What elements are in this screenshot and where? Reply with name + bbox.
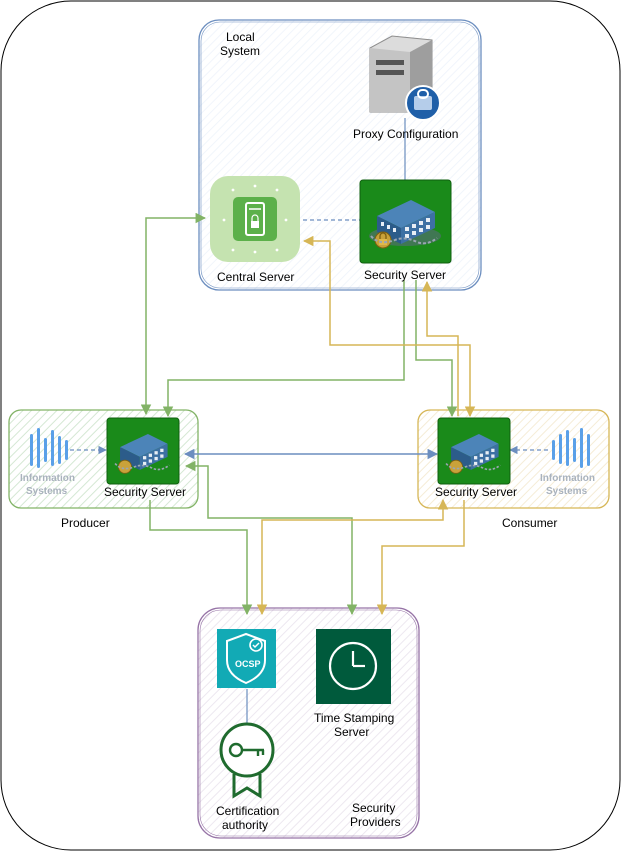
central-server-node[interactable]: Central Server — [210, 176, 300, 284]
security-providers-label: Security Providers — [350, 801, 401, 829]
link-central-producer — [140, 212, 207, 416]
producer-label: Producer — [61, 516, 110, 530]
certificate-key-icon — [219, 722, 275, 799]
link-consumer-central — [302, 235, 476, 418]
clock-icon — [328, 641, 378, 691]
information-systems-consumer-label: Information Systems — [540, 473, 598, 497]
certification-authority-node[interactable]: Certification authority — [216, 722, 283, 832]
time-stamping-server-node[interactable]: Time Stamping Server — [314, 629, 398, 739]
information-systems-consumer-node[interactable]: Information Systems — [540, 428, 598, 497]
security-server-consumer-node[interactable]: Security Server — [435, 417, 517, 499]
proxy-configuration-label: Proxy Configuration — [353, 127, 458, 141]
server-tower-with-gear-icon — [369, 35, 441, 121]
link-consumer-tss — [376, 500, 465, 616]
information-systems-producer-label: Information Systems — [20, 473, 78, 497]
security-server-local-node[interactable]: Security Server — [359, 179, 452, 282]
ocsp-node[interactable]: OCSP — [217, 629, 276, 688]
certification-authority-label: Certification authority — [216, 804, 283, 832]
security-server-local-label: Security Server — [364, 268, 446, 282]
central-server-label: Central Server — [217, 270, 294, 284]
signal-bars-icon — [552, 428, 590, 468]
signal-bars-icon — [30, 428, 68, 468]
link-consumer-ocsp — [256, 498, 449, 616]
proxy-configuration-node[interactable]: Proxy Configuration — [353, 35, 458, 141]
building-with-lock-icon — [445, 433, 501, 474]
local-system-label: Local System — [220, 30, 260, 58]
shield-check-icon: OCSP — [226, 632, 266, 685]
consumer-label: Consumer — [502, 516, 557, 530]
security-server-producer-node[interactable]: Security Server — [104, 417, 186, 499]
secure-terminal-icon — [245, 202, 265, 236]
building-with-lock-icon — [114, 433, 170, 474]
link-consumer-localsec — [421, 280, 459, 416]
security-server-consumer-label: Security Server — [435, 485, 517, 499]
information-systems-producer-node[interactable]: Information Systems — [20, 428, 78, 497]
building-with-lock-icon — [369, 200, 441, 249]
ocsp-badge-text: OCSP — [235, 659, 261, 669]
security-server-producer-label: Security Server — [104, 485, 186, 499]
time-stamping-server-label: Time Stamping Server — [314, 711, 398, 739]
